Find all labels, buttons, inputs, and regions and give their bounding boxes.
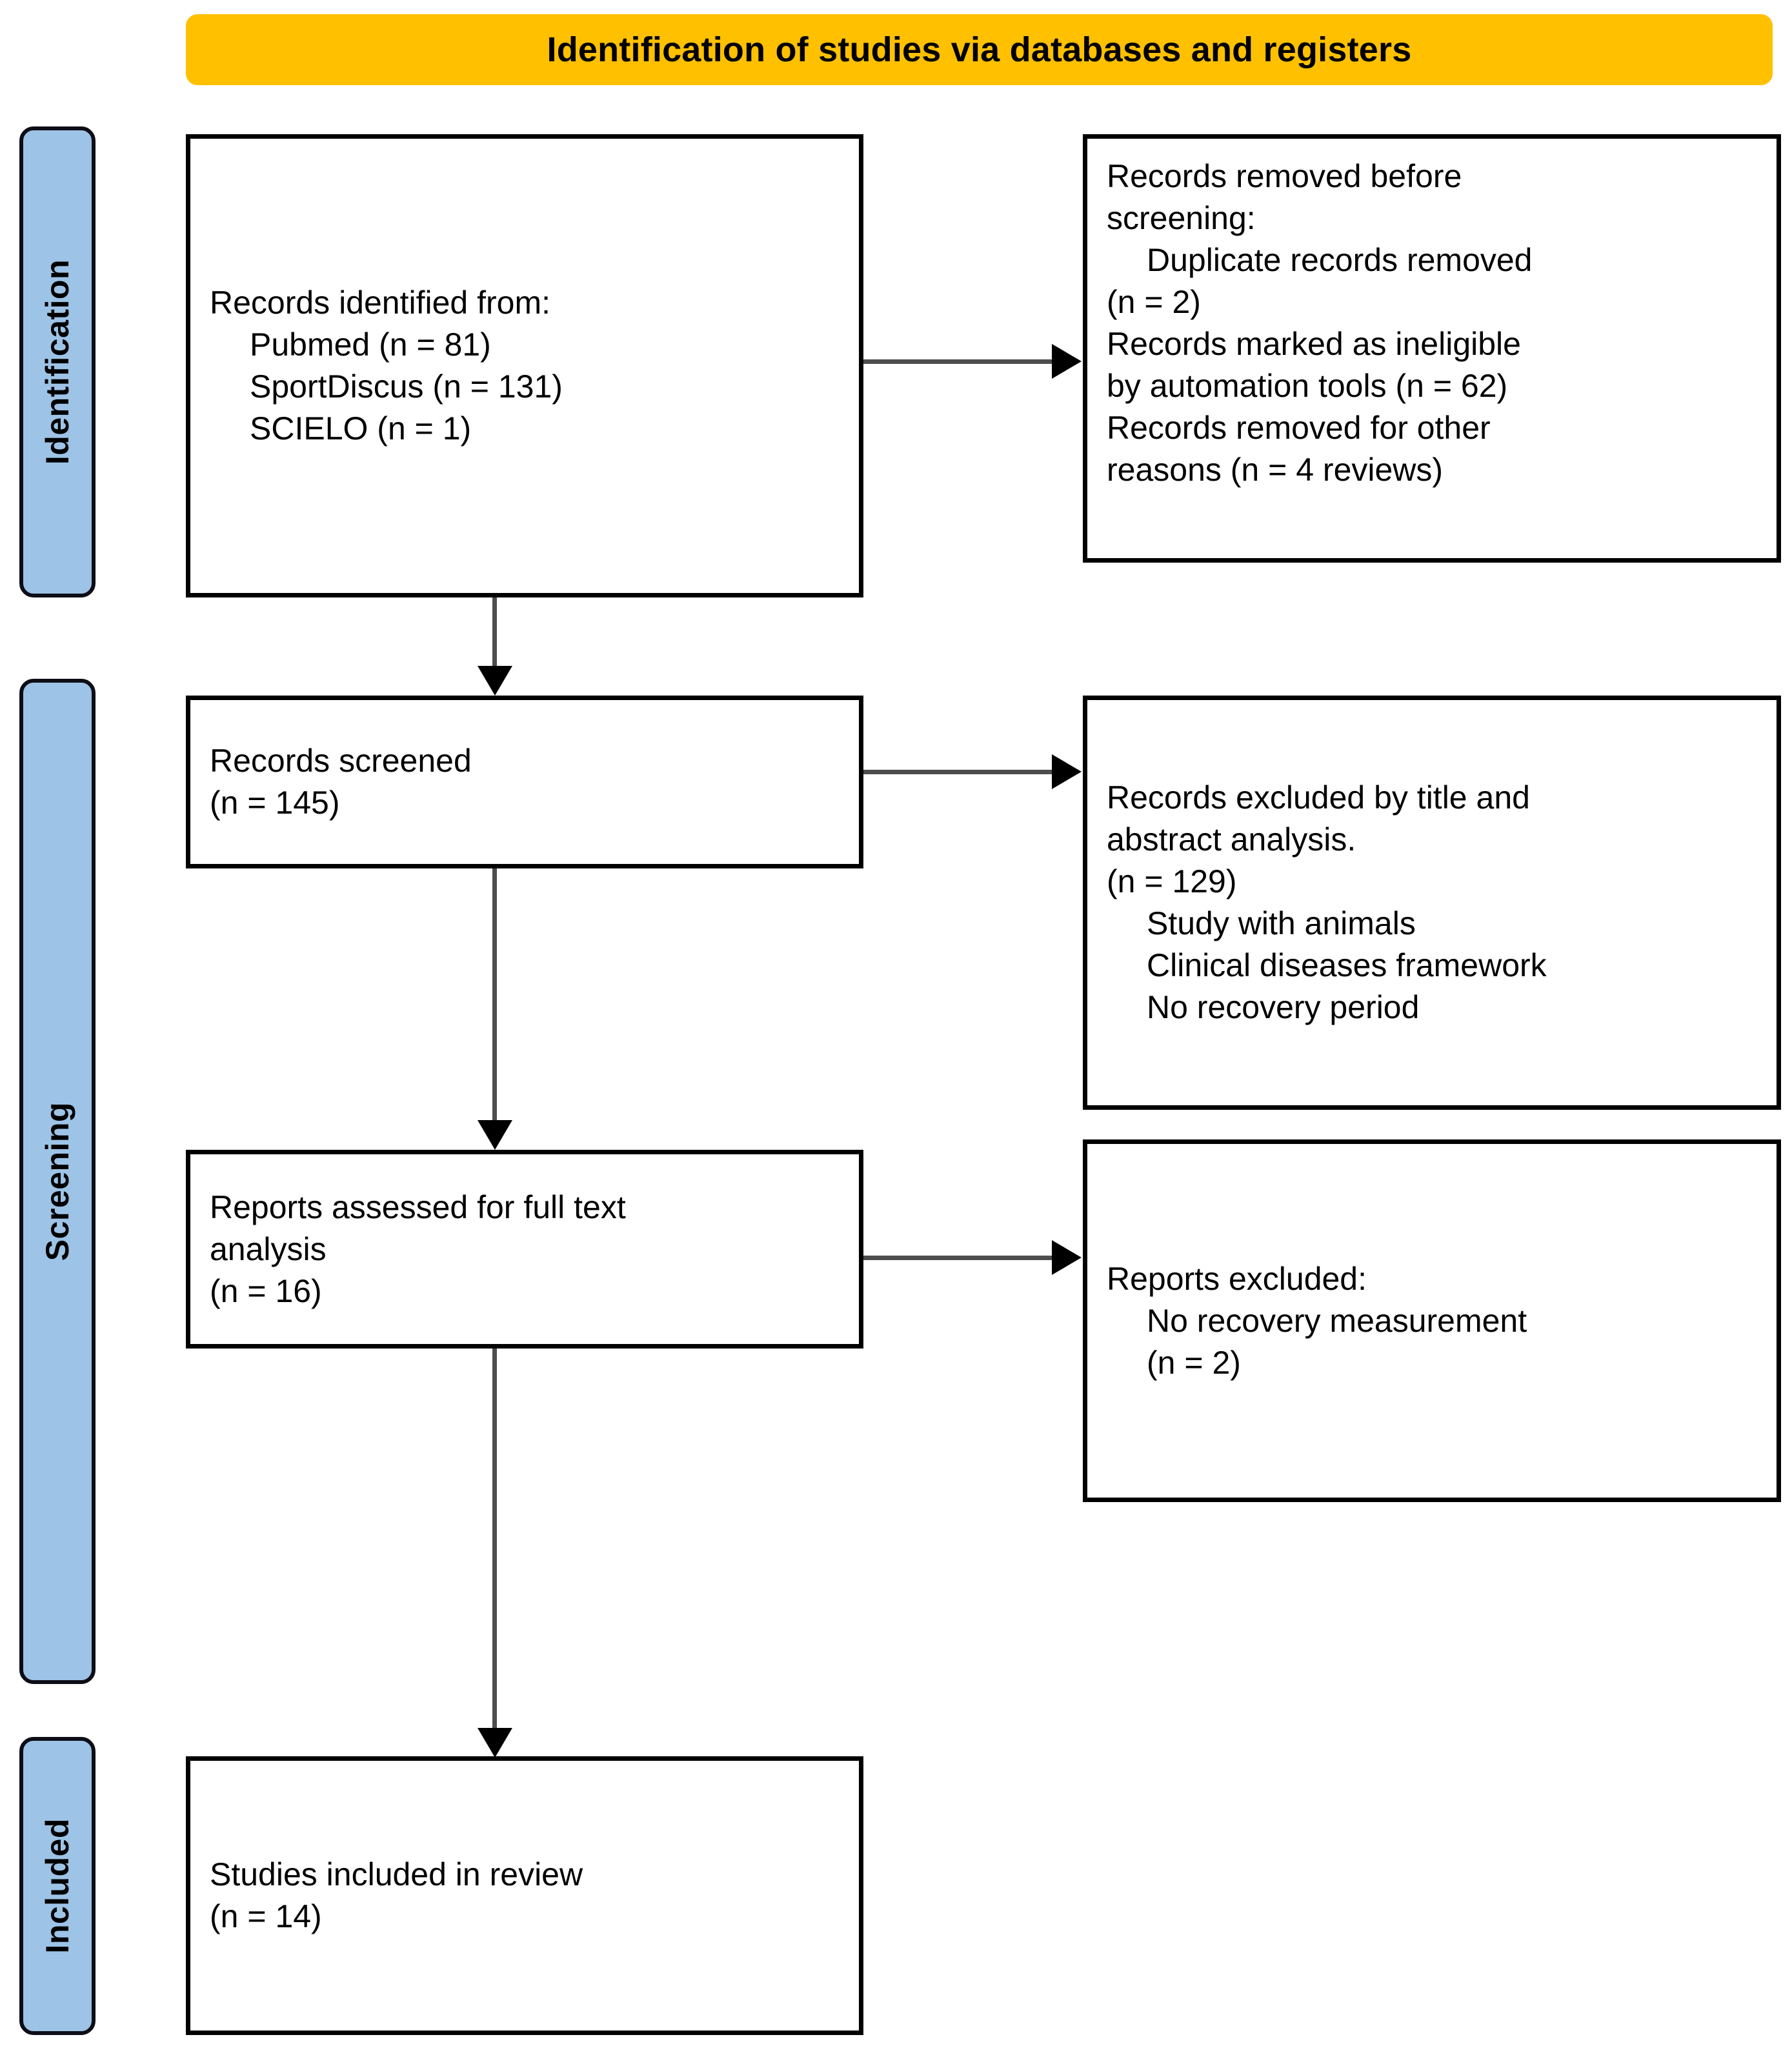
arrowhead-reports-to-included (478, 1728, 512, 1758)
records-removed-other-1: Records removed for other (1107, 410, 1491, 446)
connector-reports-to-included (492, 1349, 497, 1732)
records-removed-other-2: reasons (n = 4 reviews) (1107, 452, 1444, 488)
box-records-excluded: Records excluded by title and abstract a… (1083, 696, 1781, 1110)
records-removed-duplicates: Duplicate records removed (1147, 242, 1533, 278)
arrowhead-screened-to-excluded (1052, 754, 1082, 789)
box-records-identified: Records identified from: Pubmed (n = 81)… (186, 134, 863, 597)
records-identified-pubmed: Pubmed (n = 81) (250, 326, 491, 363)
records-identified-sportdiscus: SportDiscus (n = 131) (250, 368, 563, 405)
records-excluded-title-2: abstract analysis. (1107, 821, 1356, 858)
phase-tab-identification: Identification (19, 126, 96, 597)
reports-excluded-title: Reports excluded: (1107, 1260, 1367, 1297)
records-excluded-title-1: Records excluded by title and (1107, 779, 1530, 816)
studies-included-count: (n = 14) (210, 1898, 322, 1934)
box-reports-excluded: Reports excluded: No recovery measuremen… (1083, 1139, 1781, 1502)
arrowhead-screened-to-reports (478, 1120, 512, 1150)
studies-included-title: Studies included in review (210, 1856, 583, 1892)
arrowhead-identified-to-screened (478, 666, 512, 696)
reports-assessed-title-1: Reports assessed for full text (210, 1188, 626, 1225)
reports-excluded-count: (n = 2) (1147, 1344, 1241, 1381)
phase-tab-identification-label: Identification (39, 259, 76, 465)
banner-identification-header: Identification of studies via databases … (186, 14, 1773, 85)
connector-screened-to-excluded (863, 770, 1053, 774)
reports-excluded-reason: No recovery measurement (1147, 1302, 1527, 1339)
records-screened-title: Records screened (210, 743, 472, 779)
records-excluded-reason-recovery: No recovery period (1147, 989, 1420, 1025)
box-records-screened: Records screened (n = 145) (186, 696, 863, 868)
connector-identified-to-removed (863, 359, 1053, 364)
box-records-removed-before-screening: Records removed before screening: Duplic… (1083, 134, 1781, 563)
records-removed-title-part1: Records removed (1107, 158, 1371, 194)
banner-title: Identification of studies via databases … (547, 30, 1412, 69)
records-removed-ineligible-1: Records marked as ineligible (1107, 326, 1521, 362)
phase-tab-included-label: Included (39, 1818, 76, 1954)
phase-tab-screening: Screening (19, 679, 96, 1684)
arrowhead-identified-to-removed (1052, 344, 1082, 379)
records-removed-title-emphasis2: screening (1107, 200, 1247, 236)
records-excluded-count: (n = 129) (1107, 863, 1237, 899)
reports-assessed-title-2: analysis (210, 1230, 327, 1267)
connector-identified-to-screened (492, 597, 497, 668)
box-studies-included: Studies included in review (n = 14) (186, 1756, 863, 2035)
records-removed-title-colon: : (1246, 200, 1256, 236)
records-screened-count: (n = 145) (210, 785, 340, 821)
box-reports-assessed: Reports assessed for full text analysis … (186, 1150, 863, 1349)
records-removed-title-emphasis: before (1370, 158, 1462, 194)
records-identified-scielo: SCIELO (n = 1) (250, 410, 472, 446)
records-removed-title-line2: screening: (1107, 197, 1757, 239)
records-excluded-reason-clinical: Clinical diseases framework (1147, 947, 1547, 983)
records-removed-duplicates-count: (n = 2) (1107, 284, 1201, 320)
records-excluded-reason-animals: Study with animals (1147, 905, 1416, 941)
connector-screened-to-reports (492, 868, 497, 1121)
records-identified-title: Records identified from: (210, 285, 551, 321)
arrowhead-reports-to-reports-excluded (1052, 1240, 1082, 1275)
records-removed-title: Records removed before (1107, 155, 1757, 197)
records-removed-ineligible-2: by automation tools (n = 62) (1107, 368, 1508, 404)
reports-assessed-count: (n = 16) (210, 1272, 322, 1309)
connector-reports-to-reports-excluded (863, 1256, 1053, 1260)
phase-tab-screening-label: Screening (39, 1101, 76, 1261)
phase-tab-included: Included (19, 1737, 96, 2035)
